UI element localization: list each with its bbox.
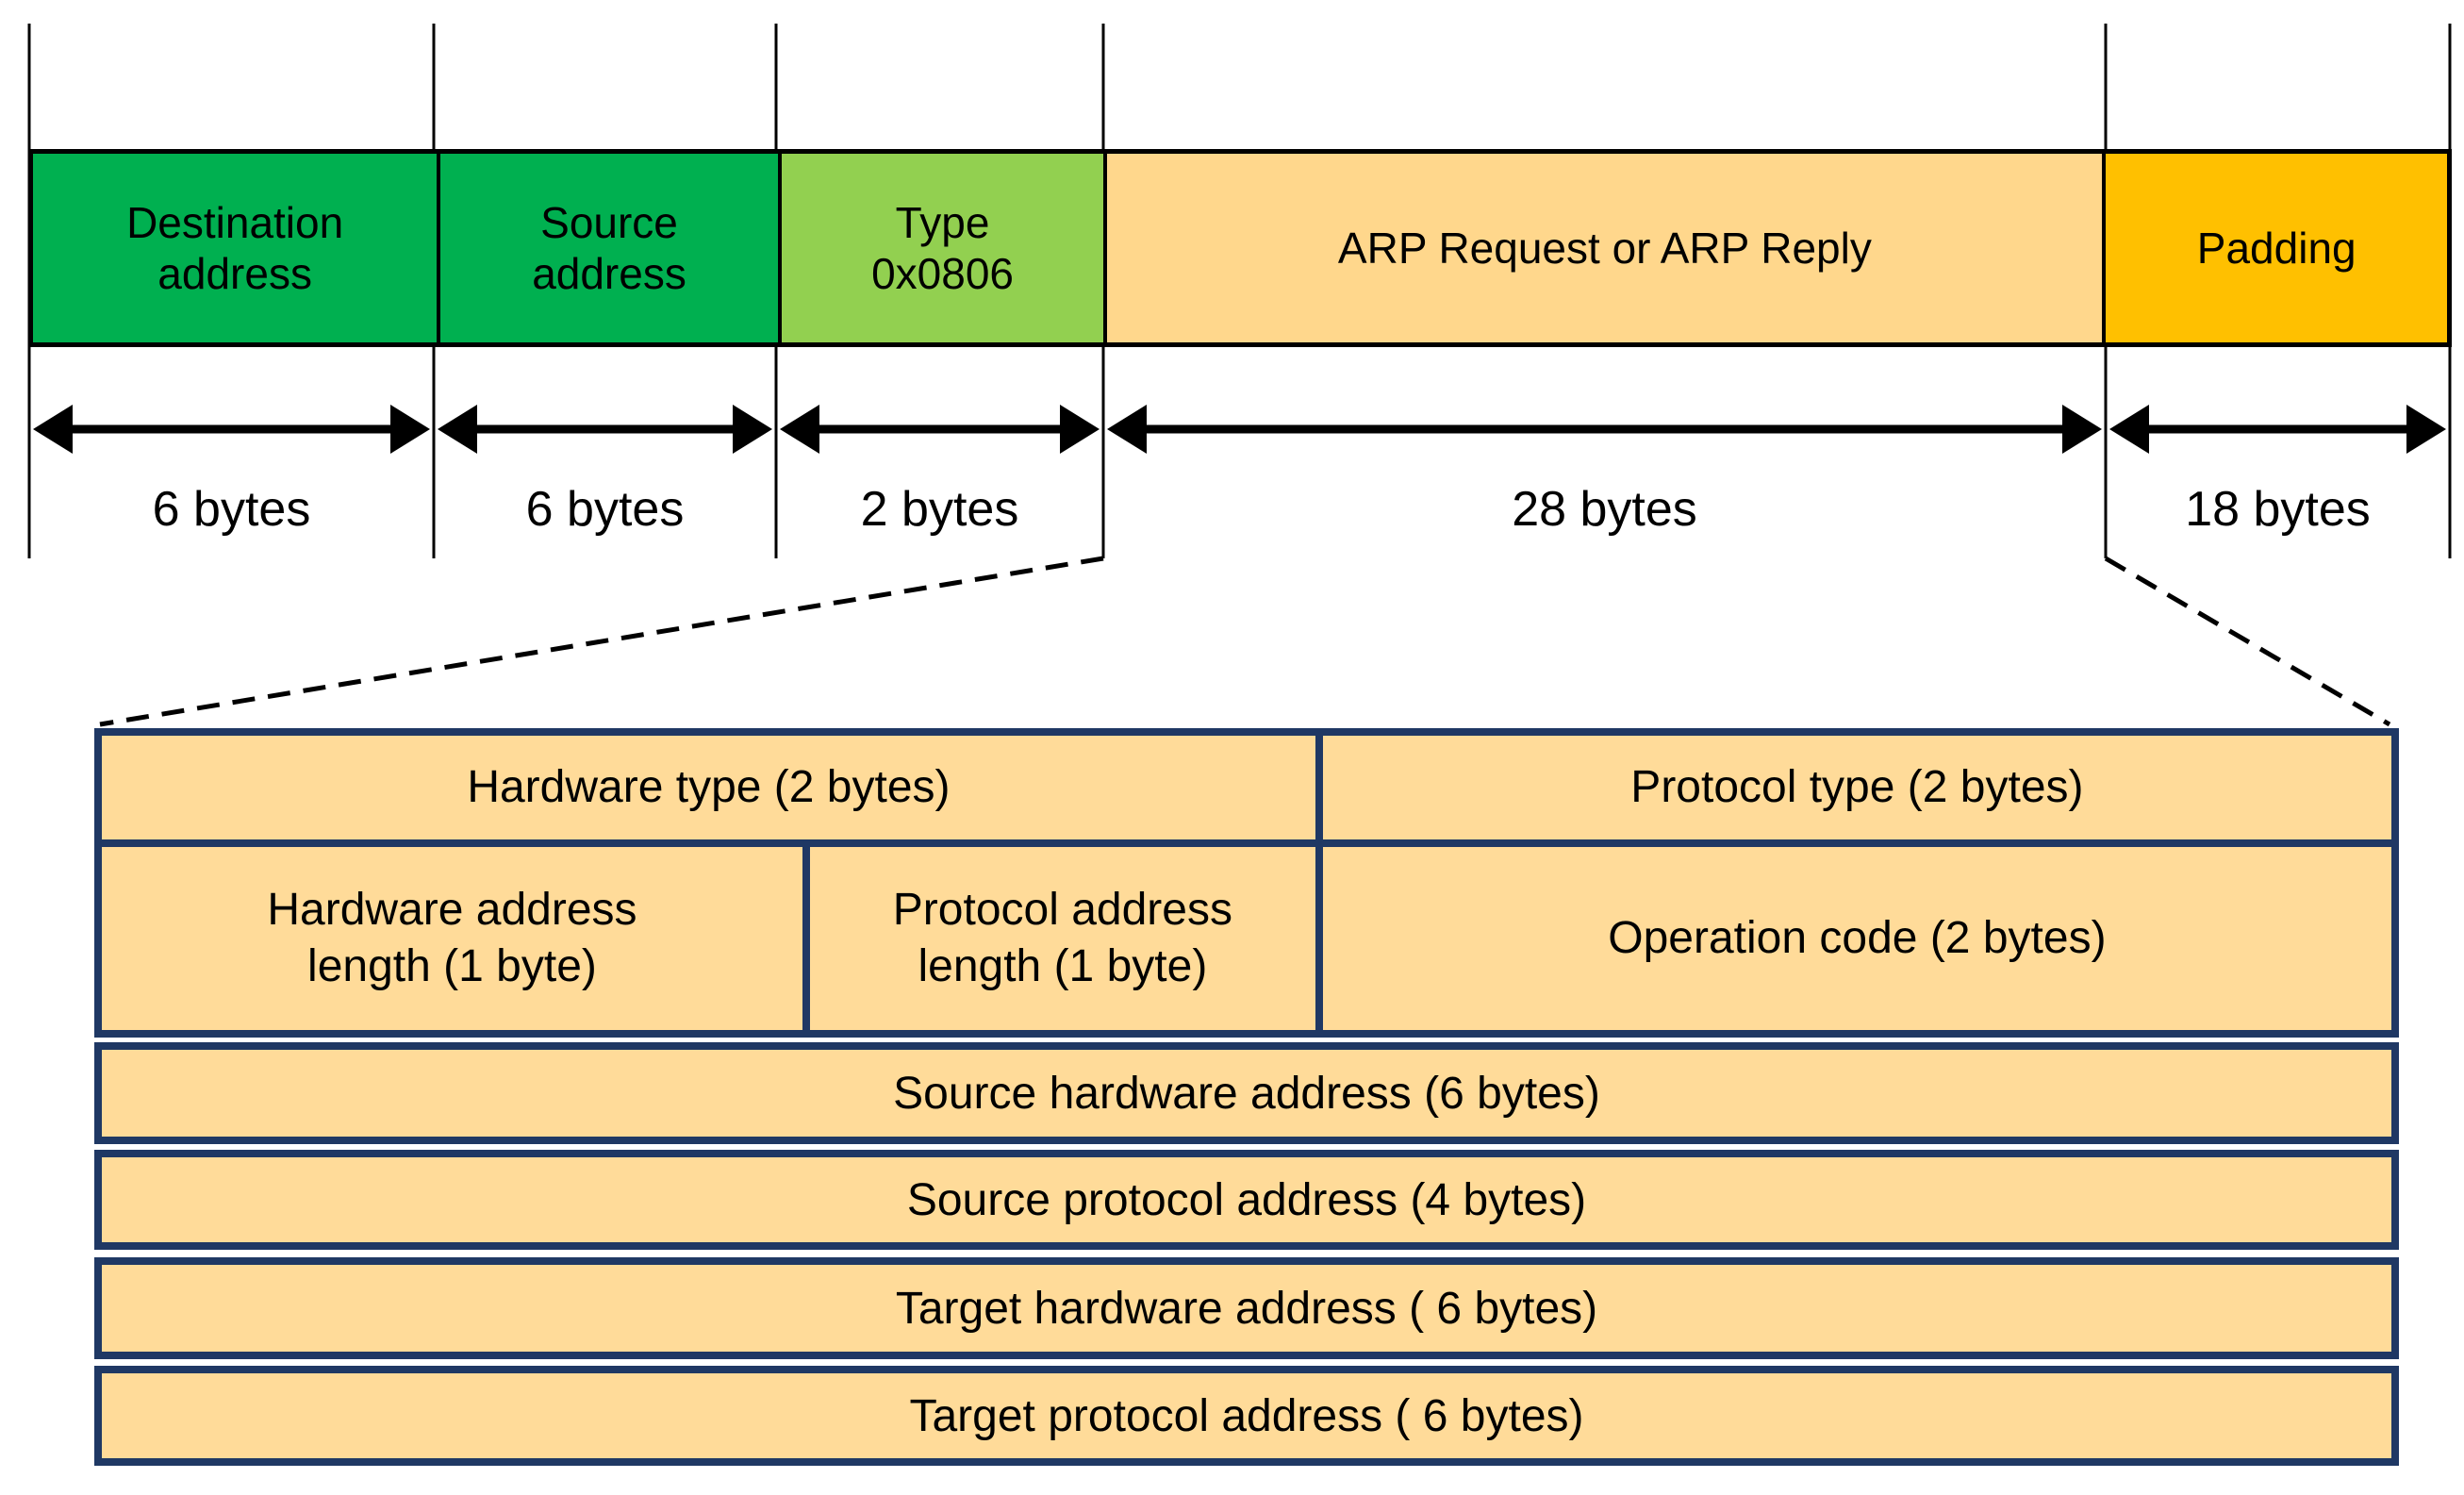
size-label-padding: 18 bytes <box>2185 482 2371 537</box>
arp-header-rows: Hardware type (2 bytes) Protocol type (2… <box>94 728 2399 1038</box>
cell-source-hardware-address: Source hardware address (6 bytes) <box>94 1042 2399 1144</box>
cell-hardware-type: Hardware type (2 bytes) <box>467 762 951 812</box>
arrowhead-left-icon <box>1107 405 1147 454</box>
arrowhead-right-icon <box>390 405 430 454</box>
size-label-type: 2 bytes <box>860 482 1019 537</box>
arrowhead-left-icon <box>33 405 73 454</box>
frame-field-destination-address: Destination address <box>33 154 438 342</box>
arrowhead-right-icon <box>733 405 772 454</box>
ethernet-frame-row: Destination address Source address Type … <box>28 149 2452 347</box>
size-label-source: 6 bytes <box>525 482 685 537</box>
expansion-dashed-line-right <box>2104 556 2391 727</box>
size-label-arp: 28 bytes <box>1512 482 1697 537</box>
frame-field-padding: Padding <box>2102 154 2447 342</box>
size-arrows <box>33 405 2446 454</box>
frame-field-label: ARP Request or ARP Reply <box>1337 223 1872 273</box>
expansion-dashed-lines <box>99 556 2391 727</box>
frame-field-source-address: Source address <box>437 154 778 342</box>
frame-field-label: Type 0x0806 <box>871 197 1014 298</box>
arp-packet-table: Hardware type (2 bytes) Protocol type (2… <box>94 728 2399 1466</box>
arrowhead-right-icon <box>1060 405 1100 454</box>
arrowhead-right-icon <box>2062 405 2102 454</box>
cell-target-protocol-address: Target protocol address ( 6 bytes) <box>94 1366 2399 1466</box>
arrowhead-left-icon <box>780 405 819 454</box>
frame-field-type: Type 0x0806 <box>777 154 1104 342</box>
arp-row-types: Hardware type (2 bytes) Protocol type (2… <box>102 736 2391 847</box>
arp-row-lengths-opcode: Hardware address length (1 byte) Protoco… <box>102 847 2391 1030</box>
arrowhead-left-icon <box>2109 405 2149 454</box>
frame-field-label: Source address <box>532 197 686 298</box>
size-label-destination: 6 bytes <box>152 482 311 537</box>
cell-target-hardware-address: Target hardware address ( 6 bytes) <box>94 1257 2399 1359</box>
cell-hardware-address-length: Hardware address length (1 byte) <box>267 885 637 991</box>
frame-field-arp-payload: ARP Request or ARP Reply <box>1103 154 2103 342</box>
cell-source-protocol-address: Source protocol address (4 bytes) <box>94 1150 2399 1250</box>
cell-protocol-type: Protocol type (2 bytes) <box>1315 736 2391 839</box>
frame-field-label: Destination address <box>126 197 344 298</box>
arrowhead-right-icon <box>2406 405 2446 454</box>
expansion-dashed-line-left <box>99 556 1104 727</box>
cell-protocol-address-length: Protocol address length (1 byte) <box>802 847 1315 1030</box>
cell-operation-code: Operation code (2 bytes) <box>1315 847 2391 1030</box>
frame-field-label: Padding <box>2196 223 2357 273</box>
arrowhead-left-icon <box>438 405 477 454</box>
